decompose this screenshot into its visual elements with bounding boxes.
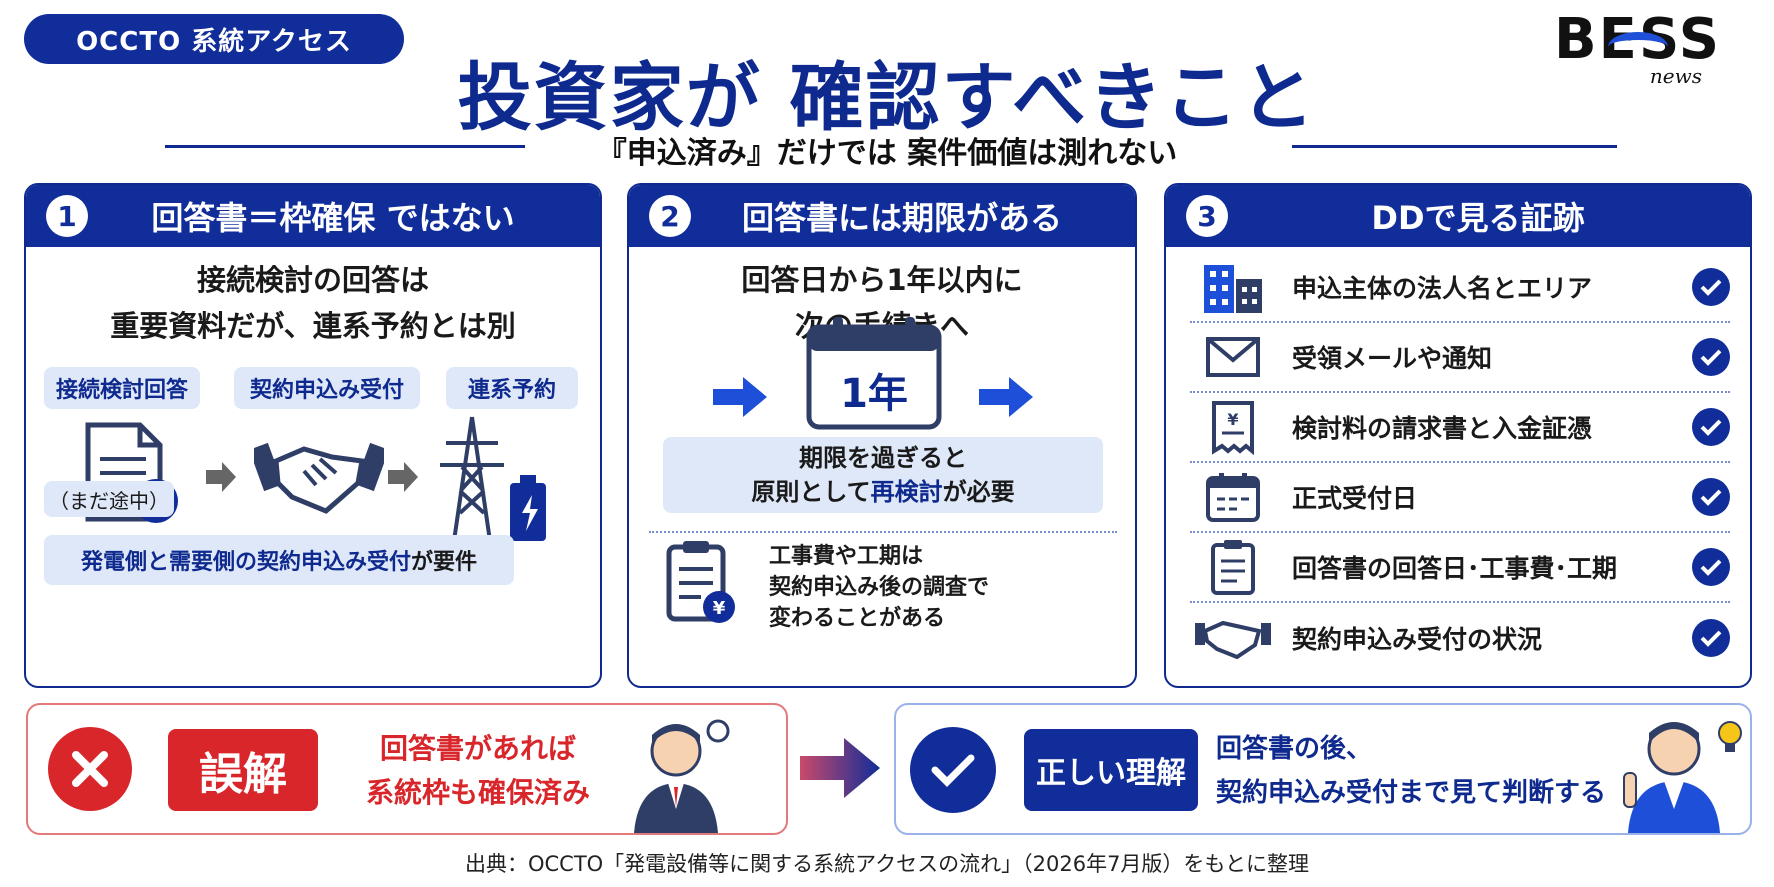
check-large-icon [910,727,996,813]
correct-text-1: 回答書の後、 [1216,734,1373,764]
cost-note: 工事費や工期は 契約申込み後の調査で 変わることがある [769,541,989,634]
panel1-number: 1 [46,195,88,237]
panel2-heading: 回答書には期限がある [741,199,1062,237]
evidence-row: ¥ 検討料の請求書と入金証憑 [1190,393,1730,463]
page-title: 投資家が 確認すべきこと [457,55,1317,141]
panel1-heading: 回答書＝枠確保 ではない [151,199,515,237]
cross-icon [48,727,132,811]
panel1-requirement: 発電側と需要側の契約申込み受付が要件 [44,535,514,585]
panel1-lead-2: 重要資料だが、連系予約とは別 [110,309,516,343]
evidence-label: 申込主体の法人名とエリア [1292,274,1593,303]
misconception-text-2: 系統枠も確保済み [365,776,590,809]
panel2-lead-1: 回答日から1年以内に [741,263,1023,297]
divider-left [165,145,525,148]
step-grid-reservation: 連系予約 [446,367,578,409]
panel-dd-evidence: 3 DDで見る証跡 申込主体の法人名とエリア 受領メールや通知 ¥ 検討料の請求… [1164,183,1752,688]
panel-answer-has-deadline: 2 回答書には期限がある 回答日から1年以内に 次の手続きへ 1年 期限を過ぎる… [627,183,1137,688]
recheck-highlight: 再検討 [870,478,943,506]
divider-right [1292,145,1617,148]
correct-text: 回答書の後、 契約申込み受付まで見て判断する [1216,727,1616,815]
category-tag: OCCTO 系統アクセス [24,14,404,64]
panel-answer-not-reservation: 1 回答書＝枠確保 ではない 接続検討の回答は 重要資料だが、連系予約とは別 接… [24,183,602,688]
evidence-row: 回答書の回答日･工事費･工期 [1190,533,1730,603]
page-subtitle: 『申込済み』だけでは 案件価値は測れない [596,136,1178,171]
cost-note-2: 契約申込み後の調査で [769,575,990,600]
panel3-header: 3 DDで見る証跡 [1166,185,1750,247]
evidence-row: 契約申込み受付の状況 [1190,603,1730,673]
evidence-row: 受領メールや通知 [1190,323,1730,393]
bess-news-logo: BESS news [1554,10,1754,90]
clipboard-yen-icon: ¥ [666,541,735,623]
smiling-businessman-icon [1623,721,1742,833]
requirement-highlight: 発電側と需要側の契約申込み受付 [80,550,411,575]
misconception-text: 回答書があれば 系統枠も確保済み [348,727,608,815]
arrow-right-icon [206,462,236,492]
check-icon [1692,268,1730,306]
cost-note-3: 変わることがある [769,606,946,631]
svg-text:¥: ¥ [1227,410,1238,429]
arrow-right-blue-icon [979,377,1033,417]
requirement-suffix: が要件 [411,550,478,575]
arrow-right-blue-icon [713,377,767,417]
cost-note-1: 工事費や工期は [769,544,924,569]
misconception-text-1: 回答書があれば [379,732,576,765]
arrow-right-gradient-icon [800,738,880,798]
check-icon [1692,408,1730,446]
correct-text-2: 契約申込み受付まで見て判断する [1216,778,1607,808]
misconception-box: 誤解 回答書があれば 系統枠も確保済み [26,703,788,835]
handshake-small-icon [1190,608,1276,668]
clipboard-icon [1190,537,1276,597]
check-icon [1692,478,1730,516]
panel1-header: 1 回答書＝枠確保 ではない [26,185,600,247]
evidence-label: 検討料の請求書と入金証憑 [1292,414,1593,443]
correct-understanding-box: 正しい理解 回答書の後、 契約申込み受付まで見て判断する [894,703,1752,835]
calendar-small-icon [1190,467,1276,527]
calendar-icon [806,317,942,430]
logo-arc-icon [1608,32,1668,62]
deadline-note-1: 期限を過ぎると [799,444,967,472]
evidence-label: 正式受付日 [1292,484,1418,513]
step-connection-study: 接続検討回答 [44,367,200,409]
panel1-lead-1: 接続検討の回答は [196,263,429,297]
receipt-yen-icon: ¥ [1190,397,1276,457]
transmission-tower-battery-icon [440,416,546,542]
check-icon [1692,338,1730,376]
pending-label: （まだ途中） [44,481,174,517]
evidence-label: 回答書の回答日･工事費･工期 [1292,554,1618,583]
envelope-icon [1190,327,1276,387]
evidence-row: 正式受付日 [1190,463,1730,533]
evidence-label: 契約申込み受付の状況 [1292,625,1543,654]
check-icon [1692,548,1730,586]
panel3-number: 3 [1186,195,1228,237]
misconception-label: 誤解 [168,729,318,811]
arrow-right-icon [388,462,418,492]
deadline-note: 期限を過ぎると 原則として再検討が必要 [663,437,1103,513]
check-icon [1692,619,1730,657]
handshake-icon [254,442,384,514]
evidence-row: 申込主体の法人名とエリア [1190,253,1730,323]
svg-text:¥: ¥ [713,598,726,619]
panel3-heading: DDで見る証跡 [1371,199,1585,237]
panel2-header: 2 回答書には期限がある [629,185,1135,247]
confused-businessman-icon [634,719,730,833]
panel2-divider [649,531,1117,533]
building-icon [1190,257,1276,317]
correct-label: 正しい理解 [1024,729,1198,811]
logo-sub: news [1649,64,1702,88]
calendar-label: 1年 [840,371,908,417]
source-citation: 出典：OCCTO「発電設備等に関する系統アクセスの流れ」（2026年7月版）をも… [464,852,1310,876]
evidence-label: 受領メールや通知 [1292,344,1493,373]
deadline-note-2: 原則として再検討が必要 [751,478,1015,506]
panel2-number: 2 [649,195,691,237]
step-contract-application: 契約申込み受付 [234,367,420,409]
